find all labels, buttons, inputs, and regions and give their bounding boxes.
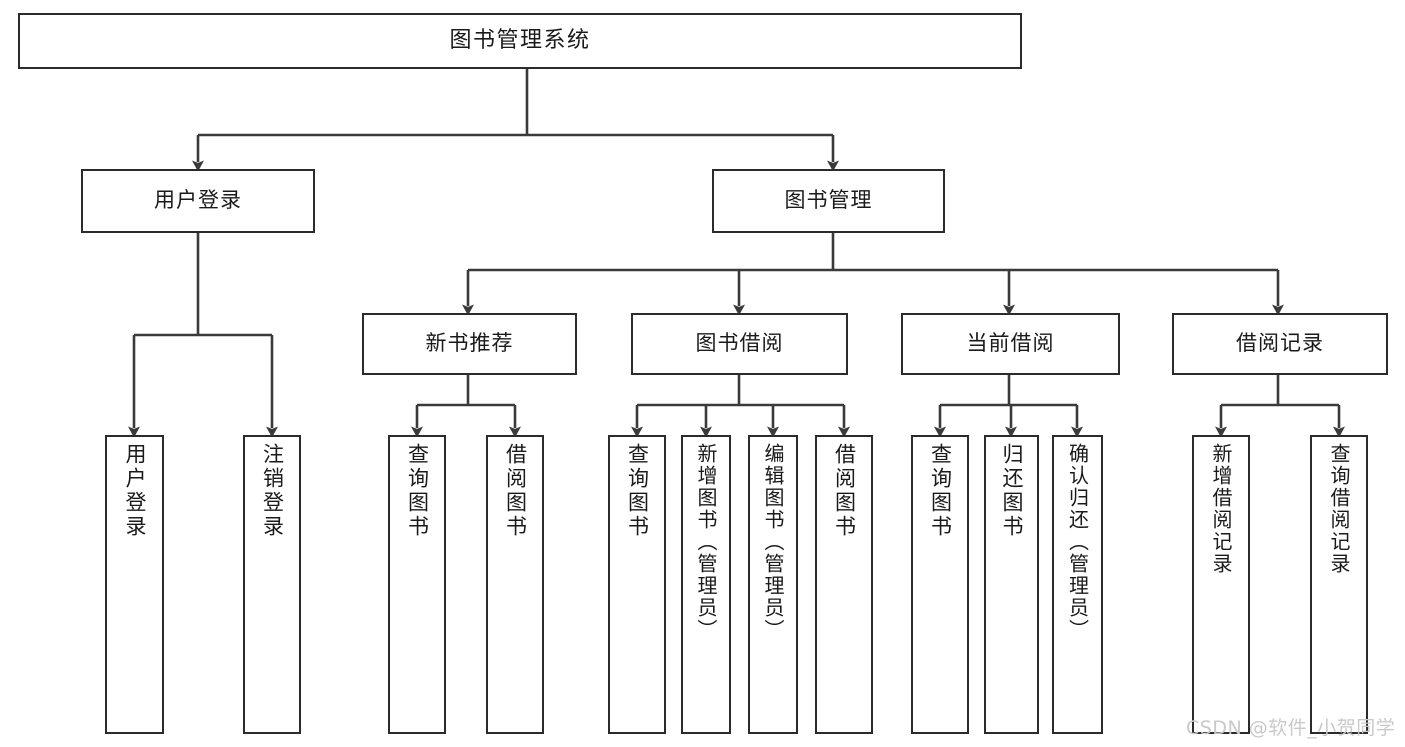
node-leaf-edit-book[interactable]: 编辑图书（管理员） — [748, 435, 798, 734]
node-label: 查询图书 — [928, 443, 953, 539]
watermark-text: CSDN @软件_小贺同学 — [1186, 717, 1396, 739]
node-label: 图书管理系统 — [449, 27, 591, 53]
node-leaf-confirm-return[interactable]: 确认归还（管理员） — [1052, 435, 1103, 734]
node-label: 用户登录 — [123, 443, 147, 539]
node-leaf-query-book-b[interactable]: 查询图书 — [608, 435, 666, 734]
node-root-system[interactable]: 图书管理系统 — [18, 13, 1022, 69]
node-leaf-query-record[interactable]: 查询借阅记录 — [1310, 435, 1368, 734]
node-label: 新增图书（管理员） — [694, 443, 718, 641]
node-label: 当前借阅 — [966, 331, 1055, 356]
node-label: 新书推荐 — [425, 331, 514, 356]
node-label: 图书管理 — [784, 188, 873, 213]
node-label: 新增借阅记录 — [1209, 443, 1233, 575]
node-book-manage[interactable]: 图书管理 — [712, 169, 945, 233]
node-leaf-logout[interactable]: 注销登录 — [243, 435, 301, 734]
node-user-login[interactable]: 用户登录 — [81, 169, 315, 233]
node-label: 借阅图书 — [503, 443, 528, 539]
node-label: 查询图书 — [405, 443, 430, 539]
node-current-borrow[interactable]: 当前借阅 — [901, 313, 1120, 375]
node-leaf-add-record[interactable]: 新增借阅记录 — [1192, 435, 1250, 734]
node-leaf-return-book[interactable]: 归还图书 — [984, 435, 1039, 734]
node-label: 用户登录 — [154, 188, 242, 213]
node-leaf-query-book-c[interactable]: 查询图书 — [911, 435, 969, 734]
node-borrow-record[interactable]: 借阅记录 — [1172, 313, 1388, 375]
node-label: 查询图书 — [625, 443, 650, 539]
node-book-borrow[interactable]: 图书借阅 — [631, 313, 848, 375]
node-label: 归还图书 — [1000, 443, 1024, 539]
node-leaf-borrow-book-b[interactable]: 借阅图书 — [815, 435, 873, 734]
node-leaf-user-login[interactable]: 用户登录 — [105, 435, 164, 734]
node-label: 注销登录 — [260, 443, 285, 539]
node-label: 编辑图书（管理员） — [761, 443, 785, 641]
node-leaf-query-book-a[interactable]: 查询图书 — [388, 435, 446, 734]
node-leaf-add-book[interactable]: 新增图书（管理员） — [681, 435, 731, 734]
node-label: 查询借阅记录 — [1327, 443, 1351, 575]
node-label: 借阅图书 — [832, 443, 857, 539]
node-label: 借阅记录 — [1236, 331, 1324, 356]
node-leaf-borrow-book-a[interactable]: 借阅图书 — [486, 435, 544, 734]
node-label: 图书借阅 — [695, 331, 784, 356]
node-new-book-rec[interactable]: 新书推荐 — [362, 313, 577, 375]
node-label: 确认归还（管理员） — [1065, 443, 1090, 641]
